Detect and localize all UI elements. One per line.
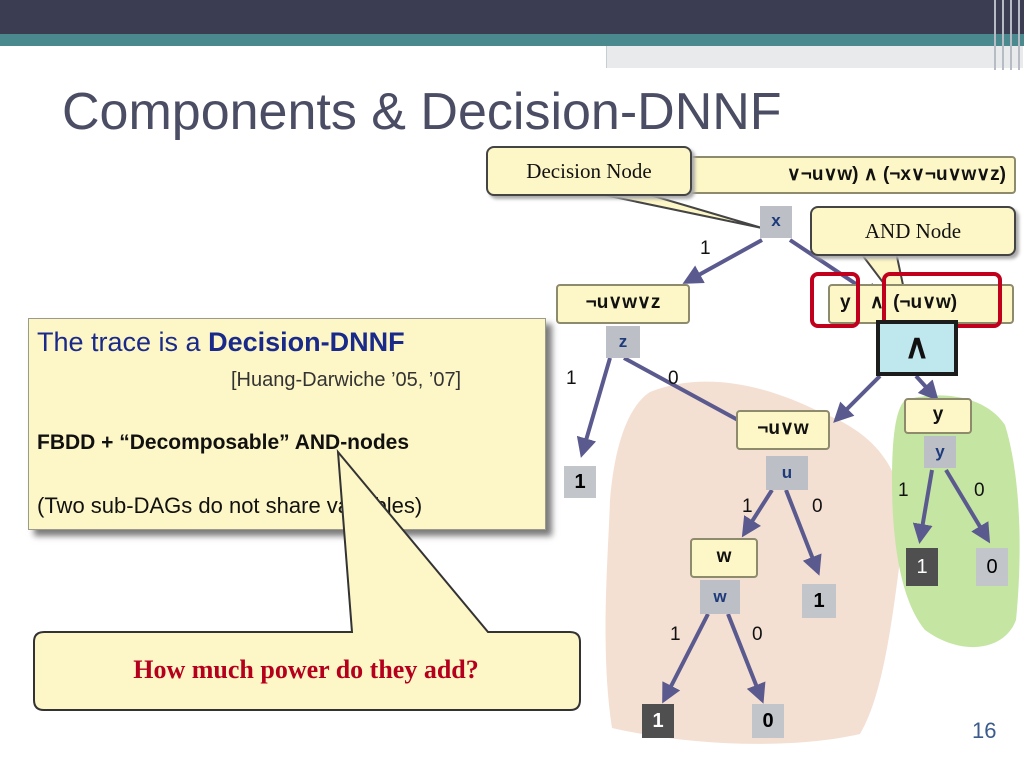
var-z: z [606, 326, 640, 358]
header-tab [606, 46, 1023, 68]
edge-u-one [741, 488, 774, 538]
definition-line2-b: ” AND-nodes [279, 431, 410, 454]
z-edge-label-zero: 0 [668, 368, 679, 389]
definition-line1-bold: Decision-DNNF [208, 327, 405, 357]
edge-z-one [576, 357, 612, 458]
u-edge-label-zero: 0 [812, 496, 823, 517]
slide-number: 16 [972, 718, 997, 743]
formula-uw: ¬u∨w [736, 410, 830, 450]
formula-z-branch: ¬u∨w∨z [556, 284, 690, 324]
edge-w-zero [726, 613, 766, 704]
w-edge-label-one: 1 [670, 624, 681, 645]
var-w: w [700, 580, 740, 614]
edge-y-one [912, 469, 934, 544]
var-y: y [924, 436, 956, 468]
edge-and-uw [833, 374, 882, 423]
y-edge-label-zero: 0 [974, 480, 985, 501]
leaf-w-one: 1 [642, 704, 674, 738]
edge-w-one [662, 613, 710, 704]
w-edge-label-zero: 0 [752, 624, 763, 645]
u-edge-label-one: 1 [742, 496, 753, 517]
z-edge-label-one: 1 [566, 368, 577, 389]
definition-line2-a: FBDD + “Decomposable [37, 431, 280, 454]
definition-textbox: The trace is a Decision-DNNF [Huang-Darw… [28, 318, 546, 530]
formula-y: y [904, 398, 972, 434]
edge-y-zero [944, 468, 991, 544]
decision-node-callout: Decision Node [486, 146, 692, 196]
header-bar [0, 0, 1024, 34]
and-node: ∧ [876, 320, 958, 376]
and-node-callout: AND Node [810, 206, 1016, 256]
leaf-u-zero: 1 [802, 584, 836, 618]
root-edge-label-one: 1 [700, 238, 711, 259]
and-formula-op: ∧ [869, 292, 884, 313]
bubble-question: How much power do they add? [133, 655, 479, 684]
edge-u-zero [784, 489, 822, 576]
edge-x-one [682, 238, 763, 284]
definition-line1: The trace is a Decision-DNNF [37, 327, 405, 358]
leaf-y-zero: 0 [976, 548, 1008, 586]
header-accent-bar [0, 34, 1024, 46]
leaf-y-one: 1 [906, 548, 938, 586]
definition-line3: (Two sub-DAGs do not share variables) [37, 493, 423, 518]
definition-line1-prefix: The trace is a [37, 327, 209, 357]
decision-callout-pointer [589, 191, 763, 229]
and-formula-rest: (¬u∨w) [893, 292, 958, 313]
root-var-x: x [760, 206, 792, 238]
formula-w: w [690, 538, 758, 578]
slide-title: Components & Decision-DNNF [62, 83, 782, 141]
definition-line2: FBDD + “Decomposable” AND-nodes [37, 431, 409, 455]
header-stripes [990, 0, 1024, 70]
var-u: u [766, 456, 808, 490]
citation: [Huang-Darwiche ’05, ’07] [231, 369, 462, 391]
highlight-y [810, 272, 860, 328]
edge-and-y [914, 374, 939, 401]
leaf-w-zero: 0 [752, 704, 784, 738]
y-edge-label-one: 1 [898, 480, 909, 501]
leaf-z-one: 1 [564, 466, 596, 498]
and-formula-y: y [840, 292, 851, 313]
root-formula: ∨¬u∨w) ∧ (¬x∨¬u∨w∨z) [670, 156, 1016, 194]
